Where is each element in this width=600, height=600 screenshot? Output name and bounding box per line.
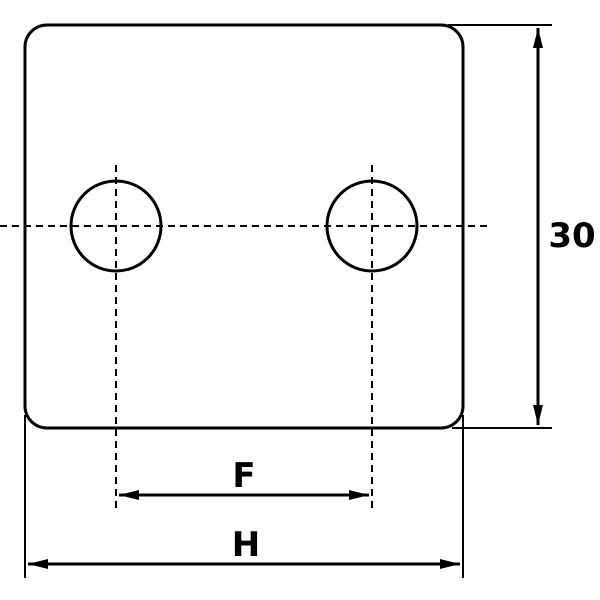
hole-spacing-dimension-label: F — [232, 456, 255, 496]
height-dimension-label: 30 — [548, 216, 595, 256]
overall-width-dimension-label: H — [232, 525, 260, 565]
